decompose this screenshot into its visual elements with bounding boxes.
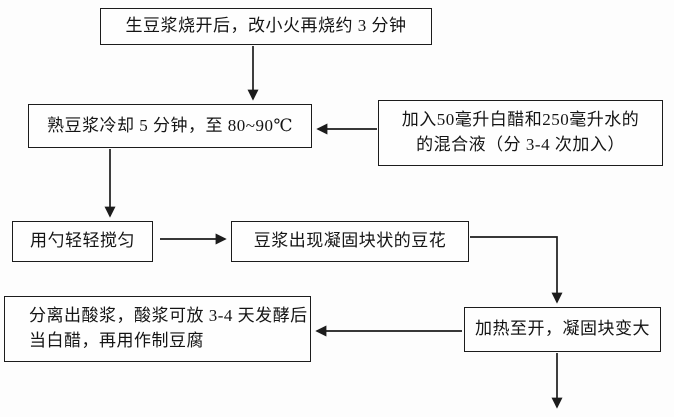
step-label: 豆浆出现凝固块状的豆花 bbox=[253, 231, 447, 251]
step-label-line2: 的混合液（分 3-4 次加入） bbox=[416, 135, 625, 154]
step-boil-raw-soymilk: 生豆浆烧开后，改小火再烧约 3 分钟 bbox=[100, 8, 432, 45]
step-label: 生豆浆烧开后，改小火再烧约 3 分钟 bbox=[125, 16, 407, 36]
step-cool-cooked-soymilk: 熟豆浆冷却 5 分钟，至 80~90℃ bbox=[28, 104, 312, 148]
arrow-curd-to-heat bbox=[470, 236, 563, 304]
step-label-line2: 当白醋，再用作制豆腐 bbox=[29, 331, 204, 350]
step-label: 加热至开，凝固块变大 bbox=[475, 319, 650, 339]
step-curds-appear: 豆浆出现凝固块状的豆花 bbox=[231, 221, 469, 262]
step-label: 熟豆浆冷却 5 分钟，至 80~90℃ bbox=[47, 115, 293, 135]
step-heat-to-boil-curds-grow: 加热至开，凝固块变大 bbox=[464, 307, 661, 352]
step-add-vinegar-water-mix: 加入50毫升白醋和250毫升水的 的混合液（分 3-4 次加入） bbox=[378, 100, 663, 166]
step-separate-sour-whey: 分离出酸浆，酸浆可放 3-4 天发酵后 当白醋，再用作制豆腐 bbox=[4, 296, 311, 362]
step-stir-gently: 用勺轻轻搅匀 bbox=[12, 221, 153, 262]
step-label-line1: 分离出酸浆，酸浆可放 3-4 天发酵后 bbox=[29, 306, 308, 326]
step-label-line1: 加入50毫升白醋和250毫升水的 bbox=[401, 110, 640, 130]
step-label: 用勺轻轻搅匀 bbox=[30, 231, 135, 251]
